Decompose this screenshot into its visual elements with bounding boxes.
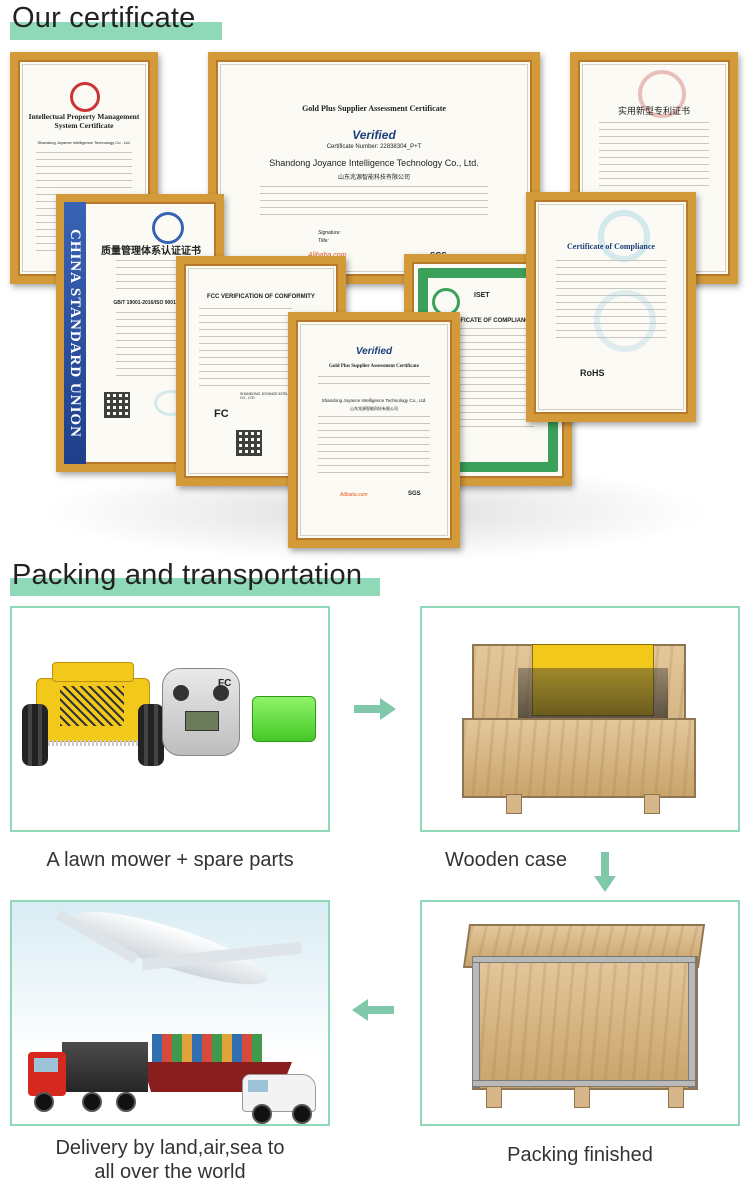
front-cert-verified: Verified xyxy=(355,346,393,357)
certificate-section-title: Our certificate xyxy=(12,2,196,34)
gold-cert-alibaba: Alibaba.com xyxy=(308,252,347,259)
caption-delivery-line-2: all over the world xyxy=(94,1161,246,1183)
fcc-cert-title: FCC VERIFICATION OF CONFORMITY xyxy=(207,294,315,300)
gold-cert-verified: Verified xyxy=(352,128,396,142)
gold-cert-title: Gold Plus Supplier Assessment Certificat… xyxy=(302,104,446,113)
front-cert-title: Gold Plus Supplier Assessment Certificat… xyxy=(329,364,419,369)
delivery-photo xyxy=(10,900,330,1126)
front-cert-company: Shandong Joyance Intelligence Technology… xyxy=(321,398,427,403)
fcc-cert-company: SHANDONG JOYANCE INTELLIGENCE TECHNOLOGY… xyxy=(240,392,330,400)
arrow-down-icon xyxy=(594,852,616,892)
remote-fc-logo: FC xyxy=(218,678,232,689)
gold-cert-number: Certificate Number: 22838304_P+T xyxy=(326,144,422,150)
packing-section-title: Packing and transportation xyxy=(12,559,363,591)
gold-cert-title-label: Title: xyxy=(318,238,329,244)
caption-packing-finished: Packing finished xyxy=(507,1144,653,1166)
packing-title-underline xyxy=(10,578,380,596)
gold-cert-company-cn: 山东兆源智能科技有限公司 xyxy=(337,175,410,181)
caption-wooden-case: Wooden case xyxy=(445,849,567,871)
fcc-logo: FC xyxy=(214,408,229,420)
caption-delivery-line-1: Delivery by land,air,sea to xyxy=(55,1137,285,1159)
caption-mower-spare-parts: A lawn mower + spare parts xyxy=(46,849,294,871)
remote-control-image xyxy=(162,668,240,756)
arrow-right-icon xyxy=(354,698,396,720)
rohs-cert-title: Certificate of Compliance xyxy=(567,242,655,251)
front-cert-sgs: SGS xyxy=(408,491,421,497)
mower-spare-parts-photo: FC xyxy=(10,606,330,832)
wooden-case-photo xyxy=(420,606,740,832)
ip-cert-title-1: Intellectual Property Management xyxy=(28,112,140,121)
rohs-logo: RoHS xyxy=(580,368,605,378)
ip-cert-title-2: System Certificate xyxy=(54,121,114,130)
ip-cert-company: Shandong Joyance Intelligence Technology… xyxy=(37,140,131,145)
patent-cert-title: 实用新型专利证书 xyxy=(617,106,690,116)
china-standard-union-band: CHINA STANDARD UNION xyxy=(64,202,86,464)
gold-cert-company: Shandong Joyance Intelligence Technology… xyxy=(269,158,479,168)
gold-plus-certificate: Gold Plus Supplier Assessment Certificat… xyxy=(208,52,540,284)
gold-plus-front-certificate: Verified Gold Plus Supplier Assessment C… xyxy=(288,312,460,548)
green-cert-title: CERTIFICATE OF COMPLIANCE xyxy=(442,318,534,324)
union-cert-title: 质量管理体系认证证书 xyxy=(101,246,201,257)
certificate-gallery: Intellectual Property Management System … xyxy=(0,42,750,562)
front-cert-alibaba: Alibaba.com xyxy=(340,492,368,498)
certificate-title-underline xyxy=(10,22,222,40)
battery-pack-image xyxy=(252,696,316,742)
rohs-compliance-certificate: Certificate of Compliance RoHS xyxy=(526,192,696,422)
front-cert-company-cn: 山东兆源智能科技有限公司 xyxy=(350,406,398,411)
union-cert-standard: GB/T 19001-2016/ISO 9001:2015 xyxy=(113,300,189,306)
arrow-left-icon xyxy=(352,999,394,1021)
packing-finished-photo xyxy=(420,900,740,1126)
green-cert-mark: ISET xyxy=(474,292,490,299)
gold-cert-signature-label: Signature: xyxy=(318,230,341,236)
